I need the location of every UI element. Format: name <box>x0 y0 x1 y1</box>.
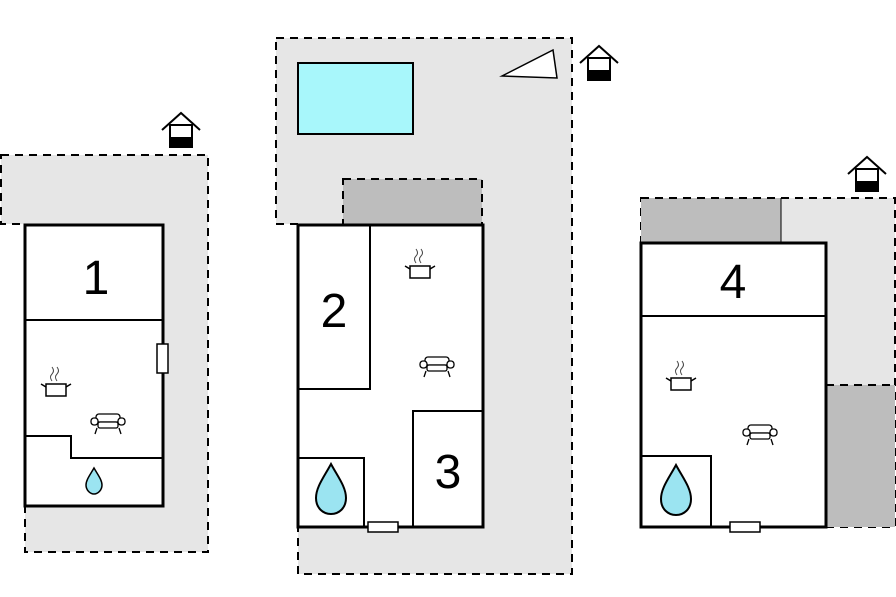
room-label-1: 1 <box>83 252 110 305</box>
building-1-outline <box>23 223 165 508</box>
house-entrance-icon <box>579 45 619 81</box>
sun-lounger-icon <box>499 48 558 79</box>
house-entrance-icon <box>847 156 887 192</box>
window-marker <box>156 343 169 374</box>
window-marker <box>367 521 399 533</box>
terrace <box>826 385 895 527</box>
building-1: 1 <box>0 112 209 553</box>
terrace <box>342 178 483 226</box>
room-label-4: 4 <box>720 256 747 309</box>
terrace <box>641 198 781 243</box>
window-marker <box>729 521 761 533</box>
building-4: 4 <box>639 156 896 533</box>
building-2-3: 2 3 <box>275 37 619 575</box>
pool-rectangle <box>297 62 414 135</box>
room-label-2: 2 <box>321 285 348 338</box>
room-label-3: 3 <box>435 446 462 499</box>
house-entrance-icon <box>161 112 201 148</box>
